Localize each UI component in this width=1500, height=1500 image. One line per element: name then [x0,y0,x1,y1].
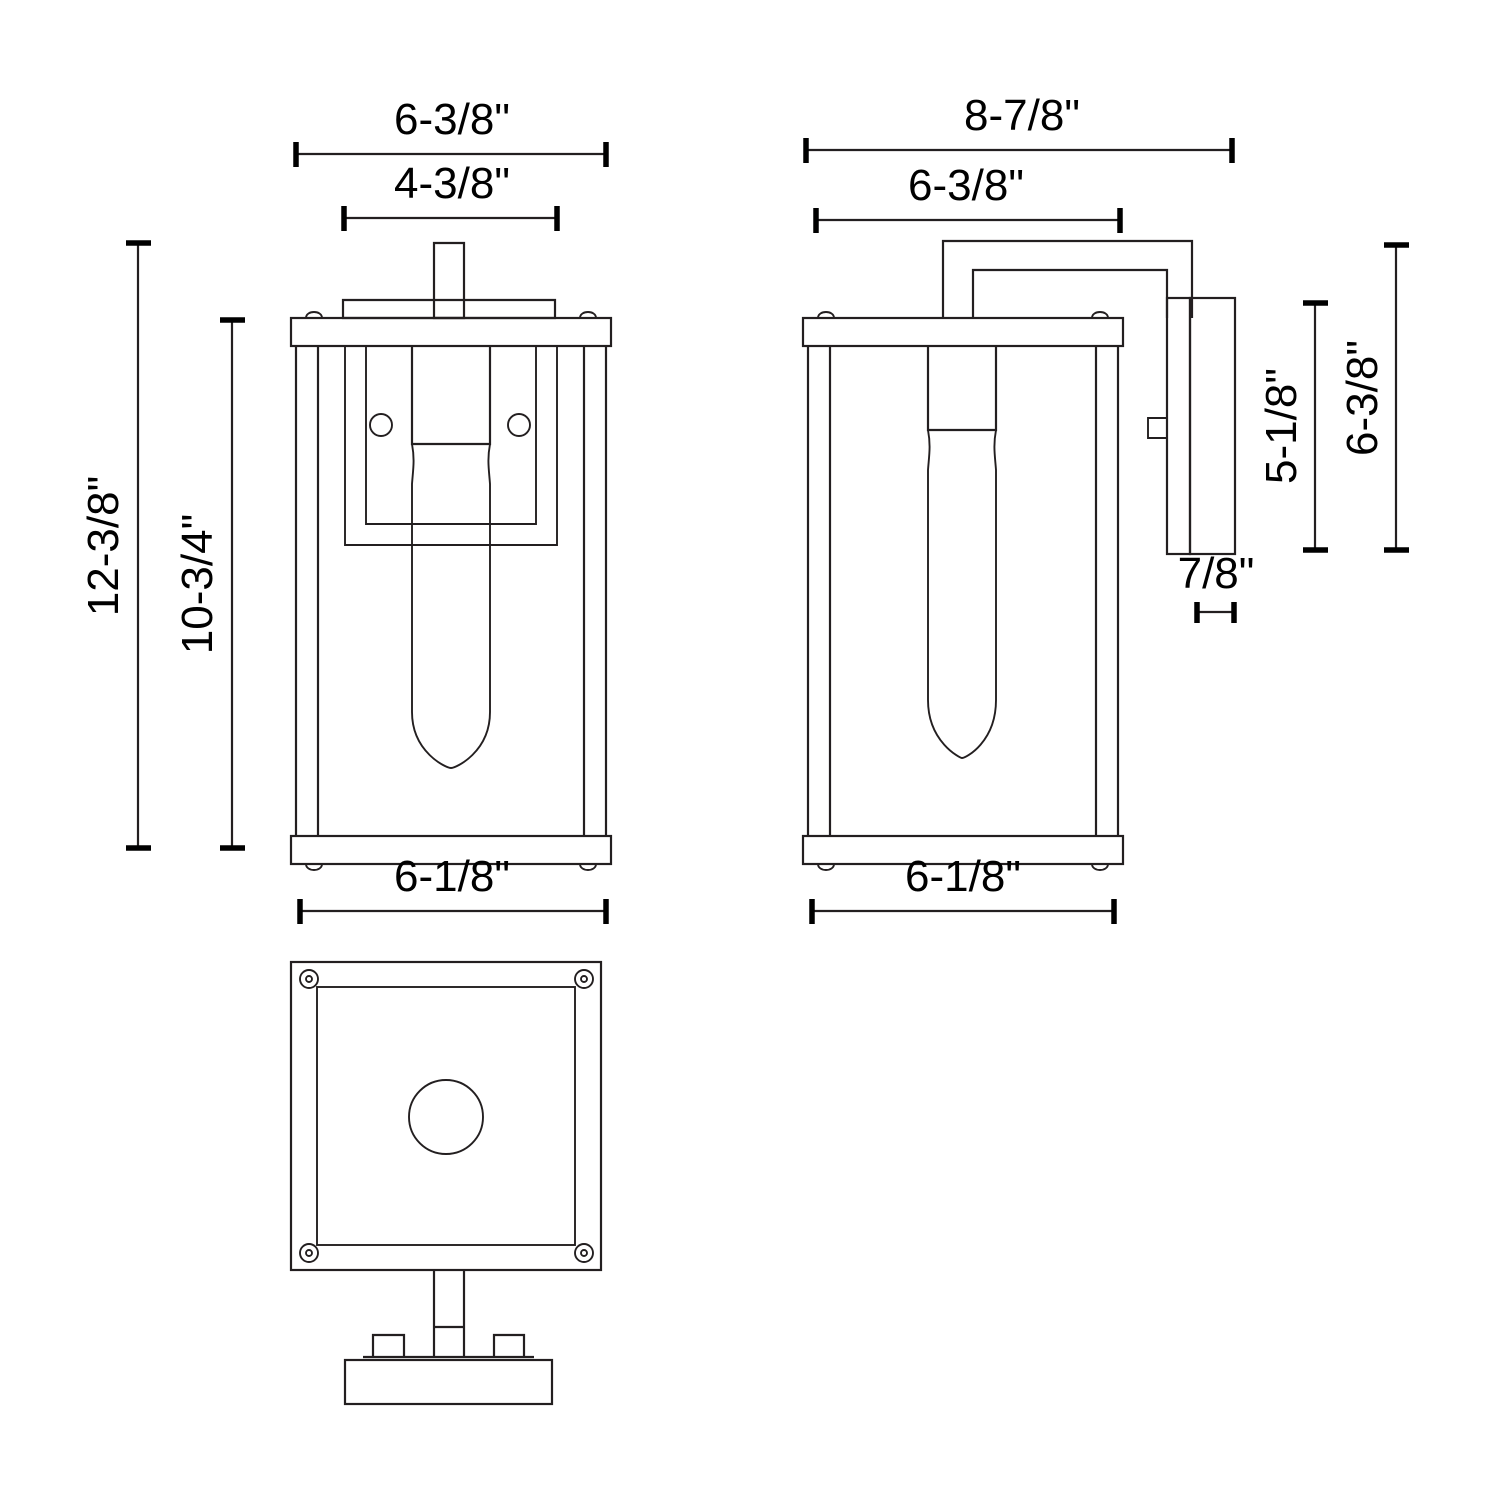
side-body-frame [806,346,1120,836]
front-bottom-cap [289,834,613,871]
side-top-cap [801,311,1125,348]
dim-backplate-height: 5-1/8" [1257,300,1328,553]
side-backplate [1147,296,1237,556]
dim-front-overall-height: 12-3/8" [79,240,151,851]
front-top-cap [289,311,613,348]
front-socket-screw-left [369,413,393,437]
side-bottom-cap [801,834,1125,871]
front-socket-screw-right [507,413,531,437]
dim-side-body-height: 6-3/8" [1338,242,1409,553]
dim-label-front-body-height: 10-3/4" [173,514,222,654]
top-center-circle [408,1079,484,1155]
dim-side-overall-extension: 8-7/8" [803,91,1235,163]
top-inner-square [316,986,576,1246]
top-view [289,960,603,1406]
front-body-frame [294,346,608,836]
top-corner-screw-bl [299,1243,319,1263]
dim-side-body-width: 6-1/8" [809,852,1117,924]
top-mount-stem [432,1270,466,1357]
dim-front-overall-width: 6-3/8" [293,95,609,167]
top-corner-screw-tl [299,969,319,989]
dim-label-side-body-width: 6-1/8" [905,852,1021,901]
dim-backplate-thickness: 7/8" [1178,549,1255,623]
dim-label-side-overall-extension: 8-7/8" [964,91,1080,140]
dim-label-backplate-thickness: 7/8" [1178,549,1255,598]
front-inner-frames [344,346,558,546]
dim-label-front-depth-width: 6-1/8" [394,852,510,901]
top-corner-screw-tr [574,969,594,989]
top-mount-tab-right [492,1333,526,1357]
dim-label-side-body-height: 6-3/8" [1338,340,1387,456]
top-corner-screw-br [574,1243,594,1263]
front-bulb [411,443,491,769]
side-view [801,239,1237,871]
dim-label-front-overall-height: 12-3/8" [79,476,128,616]
dim-label-front-inner-width: 4-3/8" [394,159,510,208]
side-bulb [927,429,997,759]
dim-label-side-arm-extension: 6-3/8" [908,161,1024,210]
dim-front-inner-width: 4-3/8" [341,159,560,231]
front-socket-housing [410,346,492,446]
top-mount-baseplate [343,1355,554,1406]
dim-label-backplate-height: 5-1/8" [1257,368,1306,484]
side-socket-housing [926,346,998,432]
front-top-stem [432,241,466,320]
side-arm-outer [941,239,1194,318]
dim-label-front-overall-width: 6-3/8" [394,95,510,144]
dim-front-body-height: 10-3/4" [173,317,245,851]
dim-side-arm-extension: 6-3/8" [813,161,1123,233]
top-mount-tab-left [371,1333,406,1357]
side-arm-inner [971,268,1169,318]
front-riser-block [341,298,557,320]
front-view [289,241,613,871]
dim-front-depth-width: 6-1/8" [297,852,609,924]
top-outer-square [289,960,603,1272]
